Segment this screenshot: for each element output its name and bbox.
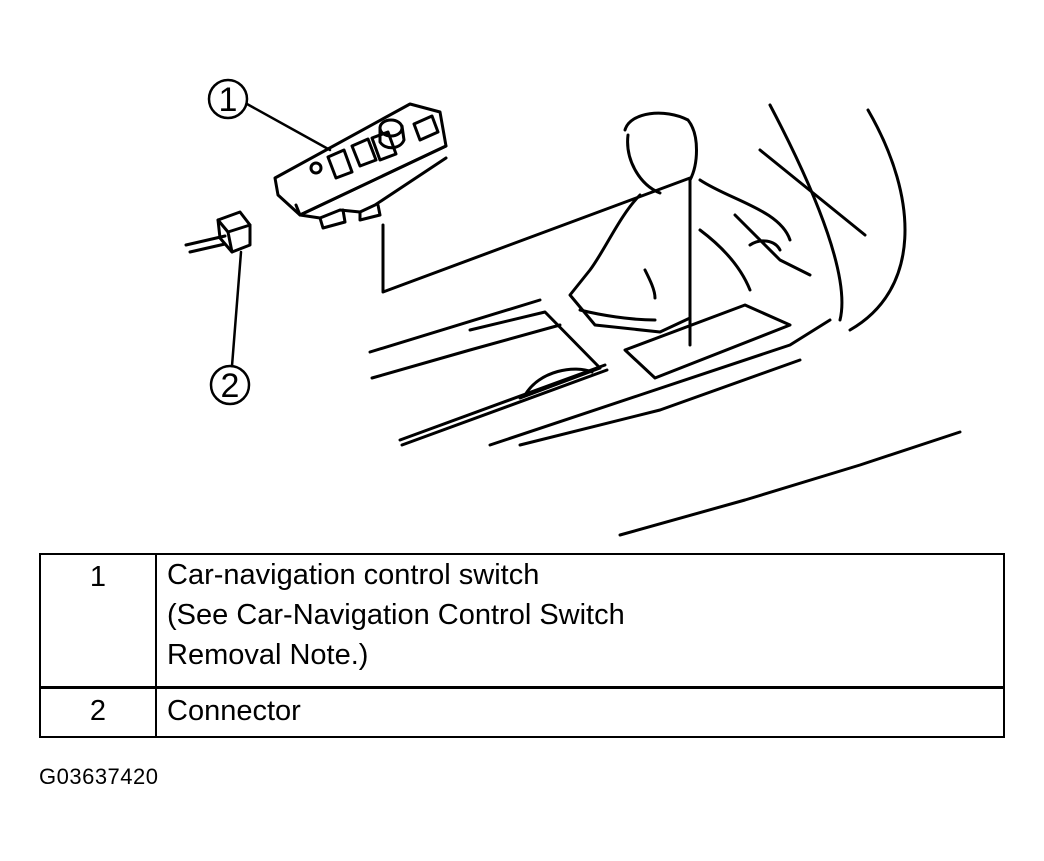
cup-holder bbox=[468, 310, 602, 400]
legend-row: 1 Car-navigation control switch (See Car… bbox=[41, 555, 1003, 689]
legend-table: 1 Car-navigation control switch (See Car… bbox=[39, 553, 1005, 738]
legend-description: Car-navigation control switch (See Car-N… bbox=[167, 555, 995, 675]
legend-description-line: Connector bbox=[167, 695, 301, 727]
legend-description-line: Removal Note.) bbox=[167, 639, 369, 671]
shift-lever bbox=[568, 111, 752, 334]
install-guide-line bbox=[381, 176, 692, 347]
center-console bbox=[368, 103, 962, 537]
console-illustration: 1 2 bbox=[184, 78, 962, 537]
legend-row: 2 Connector bbox=[41, 689, 1003, 736]
callout-1-number: 1 bbox=[219, 81, 238, 119]
legend-description-line: Car-navigation control switch bbox=[167, 559, 540, 591]
callout-1: 1 bbox=[207, 78, 332, 152]
callout-2-number: 2 bbox=[221, 367, 240, 405]
legend-number: 1 bbox=[41, 555, 157, 686]
legend-number: 2 bbox=[41, 689, 157, 736]
figure-id: G03637420 bbox=[39, 764, 159, 789]
callout-2: 2 bbox=[209, 250, 251, 406]
control-switch bbox=[273, 102, 448, 230]
legend-description-line: (See Car-Navigation Control Switch bbox=[167, 599, 625, 631]
connector bbox=[184, 210, 252, 254]
legend-description: Connector bbox=[167, 689, 995, 733]
switch-opening bbox=[623, 239, 792, 380]
